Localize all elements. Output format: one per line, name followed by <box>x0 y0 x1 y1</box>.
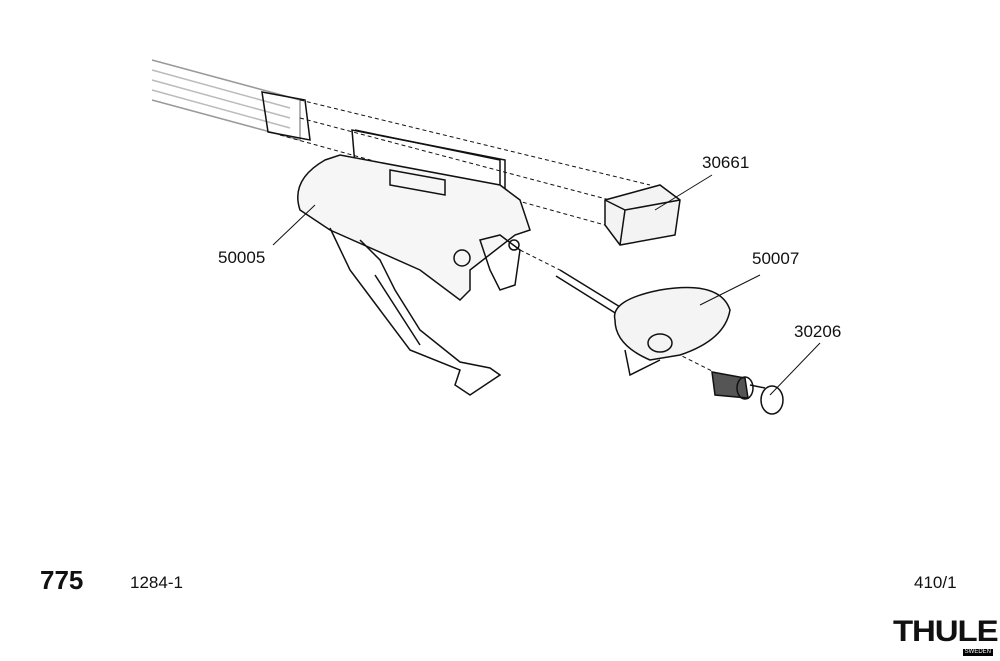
reference-number: 1284-1 <box>130 573 183 592</box>
model-number: 775 <box>40 565 84 595</box>
knob-part-50007 <box>555 269 731 377</box>
part-label-30206: 30206 <box>794 322 842 341</box>
foot-part-50005 <box>297 129 531 396</box>
part-label-50007: 50007 <box>752 249 800 268</box>
leader-lines <box>272 174 821 396</box>
page-number: 410/1 <box>914 573 957 592</box>
brand-name: THULE <box>893 615 999 648</box>
roof-bar <box>151 59 311 141</box>
lock-part-30206 <box>711 371 784 415</box>
end-cap-part-30661 <box>604 184 681 246</box>
part-label-30661: 30661 <box>702 153 750 172</box>
part-label-50005: 50005 <box>218 248 266 267</box>
thule-logo: THULE SWEDEN <box>893 615 999 661</box>
brand-country: SWEDEN <box>962 649 993 656</box>
